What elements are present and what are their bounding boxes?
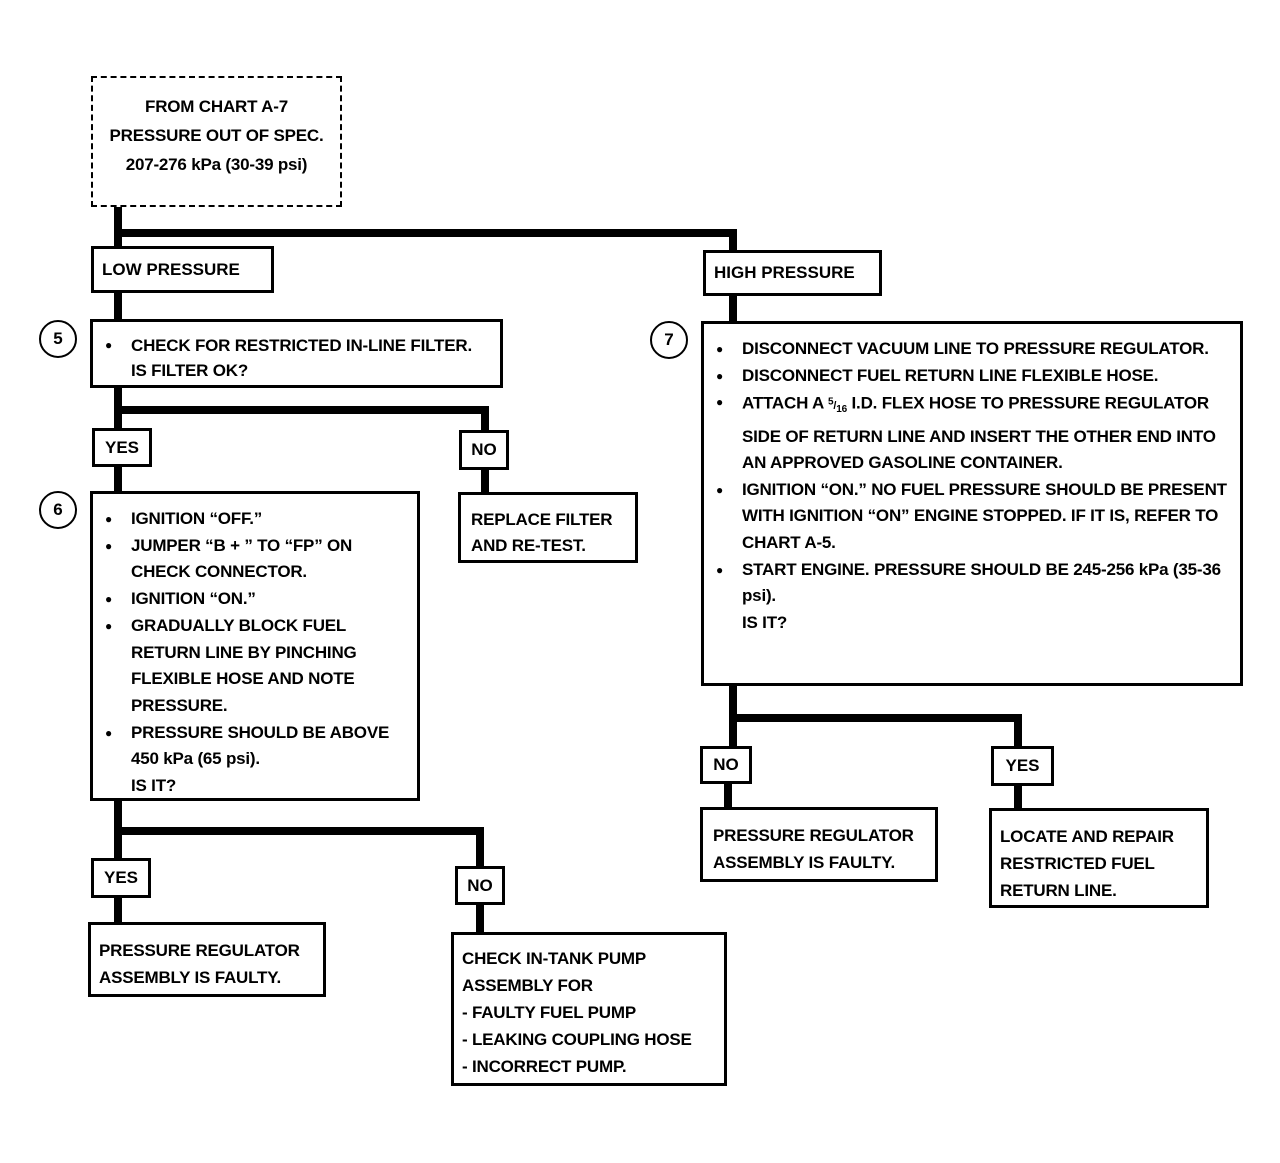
step-6-no-label: NO <box>455 866 505 905</box>
low-pressure-label: LOW PRESSURE <box>91 246 274 293</box>
start-line-3: 207-276 kPa (30-39 psi) <box>125 155 308 174</box>
step-6-no-result-box: CHECK IN-TANK PUMP ASSEMBLY FOR FAULTY F… <box>451 932 727 1086</box>
start-line-2: PRESSURE OUT OF SPEC. <box>109 126 324 145</box>
step-7-no-result-box: PRESSURE REGULATOR ASSEMBLY IS FAULTY. <box>700 807 938 882</box>
step-6-no-result-item-1: FAULTY FUEL PUMP <box>462 999 716 1026</box>
step-7-item-3: ATTACH A 5/16 I.D. FLEX HOSE TO PRESSURE… <box>712 389 1232 477</box>
step-5-box: CHECK FOR RESTRICTED IN-LINE FILTER. IS … <box>90 319 503 388</box>
step-6-marker: 6 <box>39 491 77 529</box>
step-7-item-2: DISCONNECT FUEL RETURN LINE FLEXIBLE HOS… <box>712 363 1232 390</box>
step-7-no-label: NO <box>700 746 752 784</box>
step-7-item-4: IGNITION “ON.” NO FUEL PRESSURE SHOULD B… <box>712 477 1232 557</box>
step-6-item-4: GRADUALLY BLOCK FUEL RETURN LINE BY PINC… <box>101 613 409 720</box>
step-7-yes-label: YES <box>991 746 1054 786</box>
step-5-no-result-box: REPLACE FILTER AND RE-TEST. <box>458 492 638 563</box>
step-5-no-label: NO <box>459 430 509 470</box>
step-7-yes-result-text: LOCATE AND REPAIR RESTRICTED FUEL RETURN… <box>1000 827 1174 900</box>
step-6-yes-result-box: PRESSURE REGULATOR ASSEMBLY IS FAULTY. <box>88 922 326 997</box>
step-6-no-result-intro: CHECK IN-TANK PUMP ASSEMBLY FOR <box>462 949 646 995</box>
step-7-fraction: 5/16 <box>828 396 847 416</box>
step-5-yes-label: YES <box>92 428 152 467</box>
step-6-item-1: IGNITION “OFF.” <box>101 506 409 533</box>
step-7-item-1: DISCONNECT VACUUM LINE TO PRESSURE REGUL… <box>712 336 1232 363</box>
step-7-no-result-text: PRESSURE REGULATOR ASSEMBLY IS FAULTY. <box>713 826 914 872</box>
step-7-question: IS IT? <box>742 612 788 632</box>
step-6-question: IS IT? <box>131 776 177 796</box>
step-6-box: IGNITION “OFF.” JUMPER “B + ” TO “FP” ON… <box>90 491 420 801</box>
step-6-item-5: PRESSURE SHOULD BE ABOVE 450 kPa (65 psi… <box>101 720 409 773</box>
step-5-marker: 5 <box>39 320 77 358</box>
step-6-no-result-item-2: LEAKING COUPLING HOSE <box>462 1026 716 1053</box>
start-line-1: FROM CHART A-7 <box>145 97 288 116</box>
step-6-item-2: JUMPER “B + ” TO “FP” ON CHECK CONNECTOR… <box>101 533 409 586</box>
start-box: FROM CHART A-7 PRESSURE OUT OF SPEC. 207… <box>91 76 342 207</box>
line-split-horizontal <box>114 229 737 254</box>
step-5-question: IS FILTER OK? <box>131 361 249 380</box>
line-step6-to-no <box>114 827 484 870</box>
step-6-no-result-item-3: INCORRECT PUMP. <box>462 1053 716 1080</box>
step-5-no-result-text: REPLACE FILTER AND RE-TEST. <box>471 510 613 555</box>
step-7-yes-result-box: LOCATE AND REPAIR RESTRICTED FUEL RETURN… <box>989 808 1209 908</box>
step-6-item-3: IGNITION “ON.” <box>101 586 409 613</box>
step-7-marker: 7 <box>650 321 688 359</box>
step-6-yes-label: YES <box>91 858 151 898</box>
step-6-yes-result-text: PRESSURE REGULATOR ASSEMBLY IS FAULTY. <box>99 941 300 987</box>
step-7-box: DISCONNECT VACUUM LINE TO PRESSURE REGUL… <box>701 321 1243 686</box>
step-5-item: CHECK FOR RESTRICTED IN-LINE FILTER. <box>101 333 492 358</box>
line-step5-to-no <box>114 406 489 432</box>
step-7-item-5: START ENGINE. PRESSURE SHOULD BE 245-256… <box>712 557 1232 610</box>
high-pressure-label: HIGH PRESSURE <box>703 250 882 296</box>
line-step7-to-yes <box>729 714 1022 750</box>
